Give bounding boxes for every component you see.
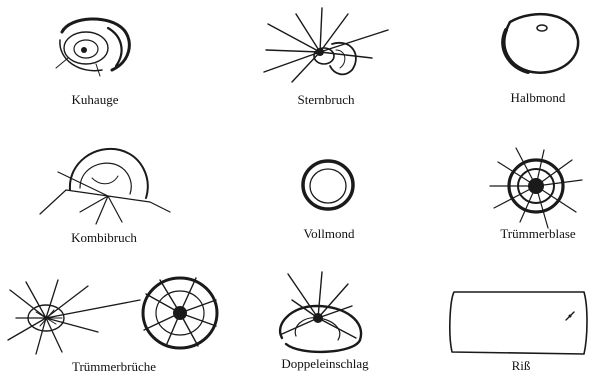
label-doppeleinschlag: Doppeleinschlag bbox=[281, 356, 368, 372]
label-truemmerbrueche: Trümmerbrüche bbox=[72, 359, 156, 375]
kuhauge-damage-icon bbox=[56, 19, 129, 76]
sternbruch-damage-icon bbox=[264, 8, 388, 82]
truemmerbrueche-damage-icon bbox=[8, 280, 140, 354]
riss-damage-icon bbox=[450, 292, 587, 354]
vollmond-damage-icon bbox=[303, 161, 353, 209]
truemmerblase-damage-icon bbox=[490, 148, 582, 228]
label-sternbruch: Sternbruch bbox=[297, 92, 354, 108]
label-vollmond: Vollmond bbox=[303, 226, 354, 242]
truemmerbrueche-disc-icon bbox=[143, 278, 217, 348]
label-kuhauge: Kuhauge bbox=[72, 92, 119, 108]
doppeleinschlag-damage-icon bbox=[280, 272, 361, 352]
kombibruch-damage-icon bbox=[40, 149, 170, 224]
label-halbmond: Halbmond bbox=[511, 90, 566, 106]
label-truemmerblase: Trümmerblase bbox=[500, 226, 575, 242]
label-riss: Riß bbox=[512, 358, 531, 374]
halbmond-damage-icon bbox=[503, 14, 578, 73]
label-kombibruch: Kombibruch bbox=[71, 230, 137, 246]
